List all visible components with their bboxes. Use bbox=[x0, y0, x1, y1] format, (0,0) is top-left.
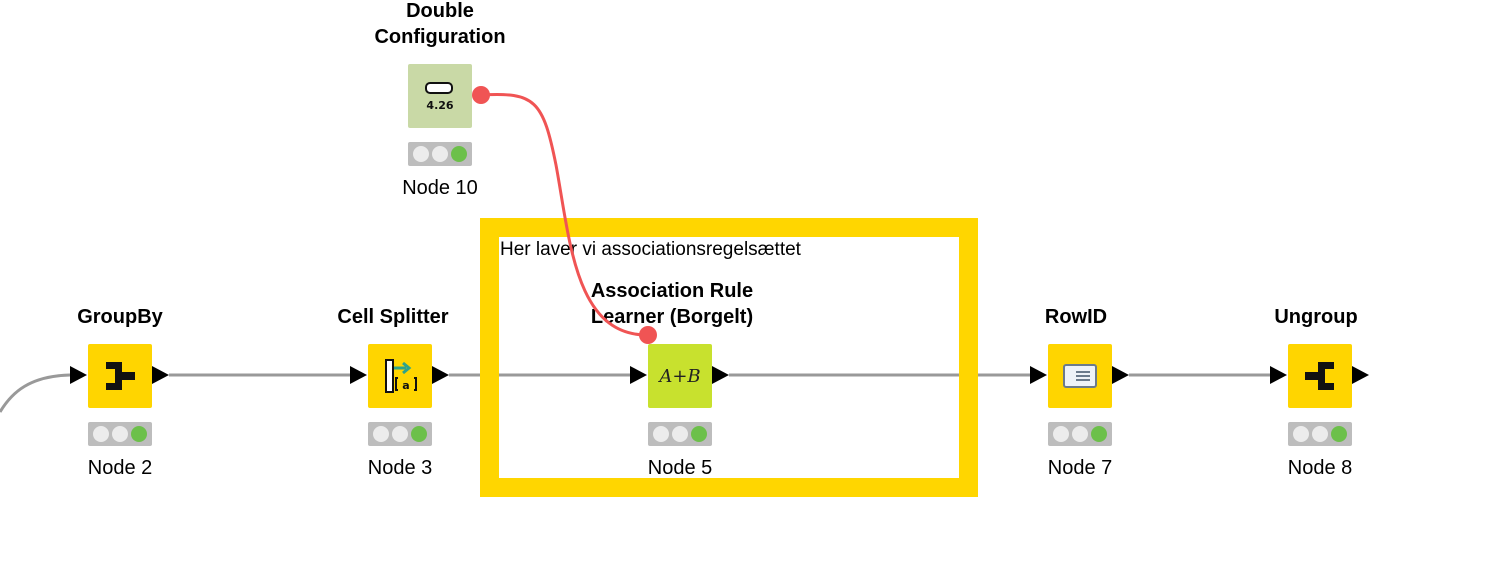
node7-input-port[interactable] bbox=[1030, 366, 1047, 384]
node2-title: GroupBy bbox=[77, 306, 163, 328]
node2-input-port[interactable] bbox=[70, 366, 87, 384]
node3-title: Cell Splitter bbox=[337, 306, 449, 328]
node5-input-port[interactable] bbox=[630, 366, 647, 384]
node5-flow-variable-port[interactable] bbox=[639, 326, 657, 344]
association-rule-learner-node[interactable]: A+B bbox=[648, 344, 712, 408]
node2-status-lights bbox=[88, 422, 152, 446]
node7-label[interactable]: Node 7 bbox=[1047, 457, 1113, 479]
node8-title: Ungroup bbox=[1274, 306, 1358, 328]
node7-title: RowID bbox=[1044, 306, 1108, 328]
workflow-annotation[interactable] bbox=[480, 218, 978, 497]
rowid-node[interactable] bbox=[1048, 344, 1112, 408]
node5-output-port[interactable] bbox=[712, 366, 729, 384]
node8-label[interactable]: Node 8 bbox=[1287, 457, 1353, 479]
association-rule-icon: A+B bbox=[657, 366, 700, 387]
node2-label[interactable]: Node 2 bbox=[87, 457, 153, 479]
node5-status-lights bbox=[648, 422, 712, 446]
node3-status-lights bbox=[368, 422, 432, 446]
node10-flow-variable-port[interactable] bbox=[472, 86, 490, 104]
node10-title: Double Configuration bbox=[374, 0, 506, 48]
node5-title: Association Rule Learner (Borgelt) bbox=[590, 280, 754, 328]
node8-status-lights bbox=[1288, 422, 1352, 446]
rowid-icon bbox=[1063, 364, 1097, 388]
ungroup-icon bbox=[1305, 362, 1334, 390]
groupby-icon bbox=[106, 362, 135, 390]
annotation-text: Her laver vi associationsregelsættet bbox=[500, 239, 801, 260]
node7-status-lights bbox=[1048, 422, 1112, 446]
ungroup-node[interactable] bbox=[1288, 344, 1352, 408]
node2-output-port[interactable] bbox=[152, 366, 169, 384]
node7-output-port[interactable] bbox=[1112, 366, 1129, 384]
svg-text:A+B: A+B bbox=[657, 366, 700, 387]
node8-input-port[interactable] bbox=[1270, 366, 1287, 384]
node10-status-lights bbox=[408, 142, 472, 166]
cell-splitter-node[interactable]: a bbox=[368, 344, 432, 408]
flow-variable-connection-node10-to-node5[interactable] bbox=[480, 93, 649, 337]
node3-input-port[interactable] bbox=[350, 366, 367, 384]
node3-output-port[interactable] bbox=[432, 366, 449, 384]
svg-text:4.26: 4.26 bbox=[426, 99, 453, 112]
node8-output-port[interactable] bbox=[1352, 366, 1369, 384]
svg-text:a: a bbox=[402, 379, 409, 392]
node3-label[interactable]: Node 3 bbox=[367, 457, 433, 479]
node5-label[interactable]: Node 5 bbox=[647, 457, 713, 479]
node10-label[interactable]: Node 10 bbox=[402, 177, 478, 199]
connection-upstream-to-node2[interactable] bbox=[0, 373, 71, 413]
double-configuration-node[interactable]: 4.26 bbox=[408, 64, 472, 128]
groupby-node[interactable] bbox=[88, 344, 152, 408]
cell-splitter-icon: a bbox=[385, 359, 417, 393]
double-configuration-icon: 4.26 bbox=[425, 82, 454, 112]
